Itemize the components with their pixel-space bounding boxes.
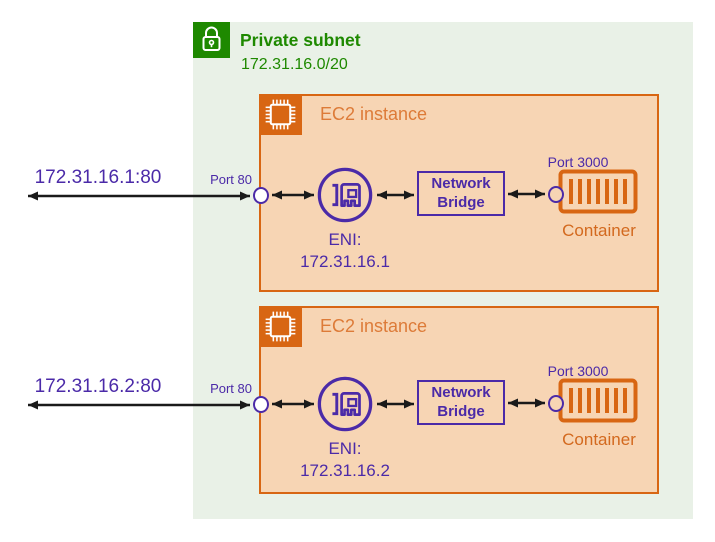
container-port-circle <box>548 395 564 412</box>
ec2-box <box>259 306 659 494</box>
eni-label-line1: ENI: <box>328 230 362 249</box>
eni-label-line1: ENI: <box>328 439 362 458</box>
container-icon <box>558 169 638 214</box>
network-bridge-box: Network Bridge <box>417 380 505 425</box>
port-80-label: Port 80 <box>210 172 252 187</box>
container-port-circle <box>548 186 564 203</box>
subnet-cidr: 172.31.16.0/20 <box>241 56 348 73</box>
network-bridge-box: Network Bridge <box>417 171 505 216</box>
port-80-label: Port 80 <box>210 381 252 396</box>
endpoint-label: 172.31.16.2:80 <box>34 376 162 397</box>
container-icon <box>558 378 638 423</box>
ec2-title: EC2 instance <box>320 316 428 336</box>
network-bridge-label: Network Bridge <box>431 175 491 211</box>
network-bridge-label: Network Bridge <box>431 384 491 420</box>
eni-label-line2: 172.31.16.2 <box>300 461 390 481</box>
eni-icon <box>316 375 374 433</box>
port-3000-label: Port 3000 <box>547 154 609 170</box>
container-label: Container <box>562 430 636 449</box>
eni-label: ENI: 172.31.16.2 <box>270 438 420 483</box>
subnet-title: Private subnet <box>240 30 361 50</box>
container-label: Container <box>562 221 636 240</box>
chip-icon <box>259 306 302 347</box>
eni-label-line2: 172.31.16.1 <box>300 252 390 272</box>
ec2-box <box>259 94 659 292</box>
eni-label: ENI: 172.31.16.1 <box>270 229 420 274</box>
port-80-circle <box>253 187 269 204</box>
chip-icon <box>259 94 302 135</box>
ec2-title: EC2 instance <box>320 104 428 124</box>
port-3000-label: Port 3000 <box>547 363 609 379</box>
endpoint-label: 172.31.16.1:80 <box>34 167 162 188</box>
lock-icon <box>193 22 230 58</box>
eni-icon <box>316 166 374 224</box>
port-80-circle <box>253 396 269 413</box>
